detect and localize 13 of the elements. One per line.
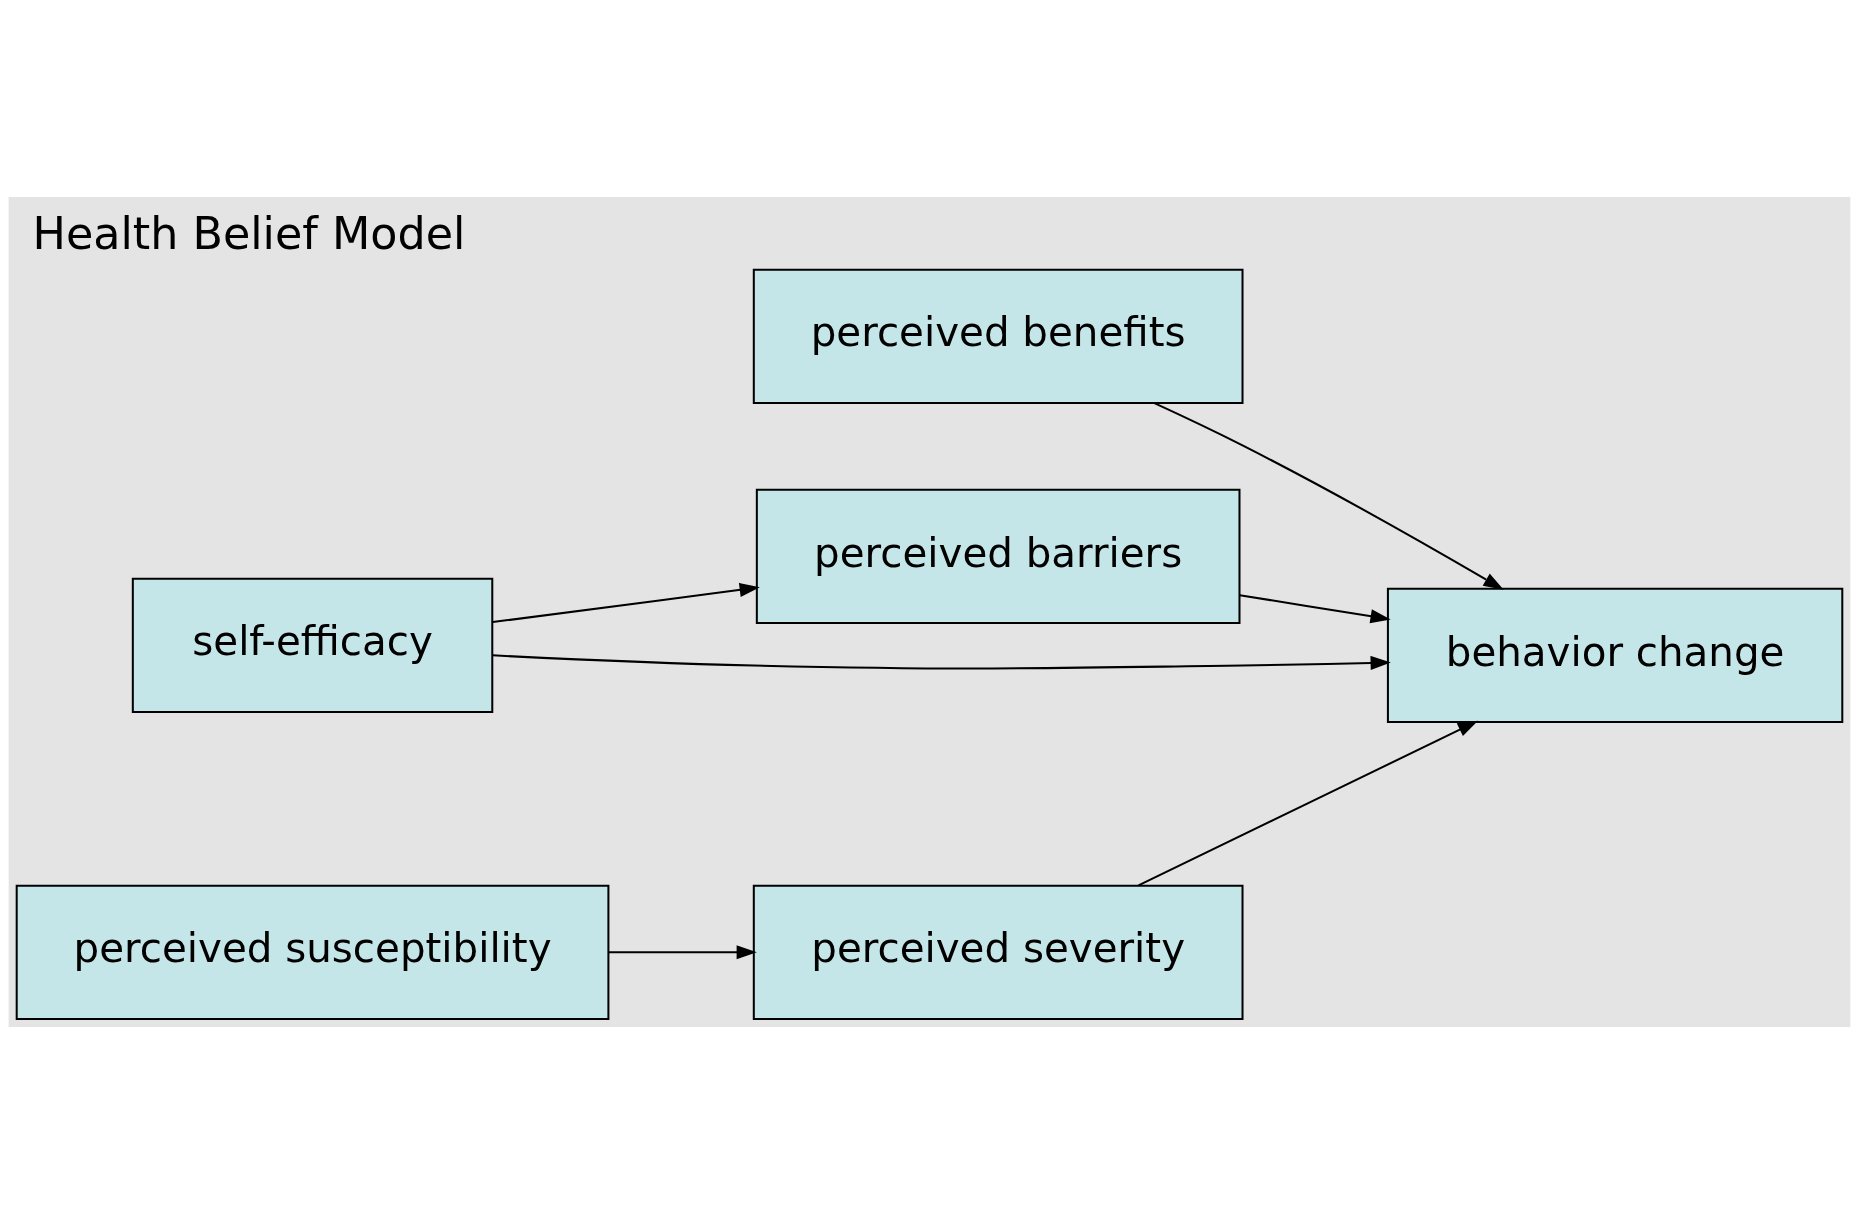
diagram-title: Health Belief Model (32, 207, 466, 259)
node-box: perceived barriers (755, 488, 1241, 625)
arrow (1239, 594, 1391, 624)
node-box: perceived benefits (752, 268, 1244, 404)
arrow (1153, 402, 1504, 590)
arrow (492, 582, 760, 624)
arrow (1138, 720, 1479, 887)
arrow (492, 654, 1391, 671)
node-box: perceived susceptibility (15, 884, 610, 1020)
node-box: behavior change (1386, 587, 1844, 724)
node-box: perceived severity (752, 884, 1244, 1020)
arrow (608, 945, 757, 960)
node-box: self-efficacy (131, 577, 494, 713)
